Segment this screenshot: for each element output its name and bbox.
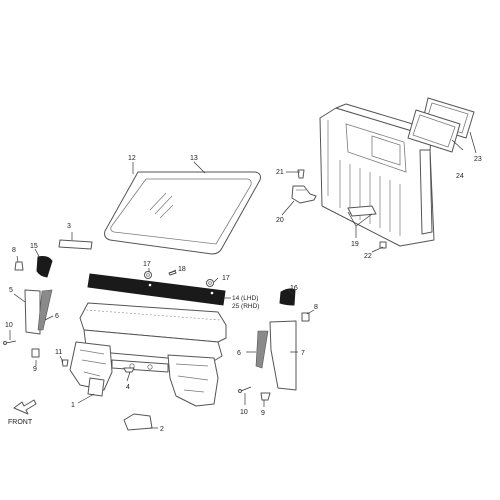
callout-14-lhd: 14 (LHD) xyxy=(232,295,258,302)
callout-9-left: 9 xyxy=(33,366,37,373)
callout-2: 2 xyxy=(160,426,164,433)
callout-24: 24 xyxy=(456,173,464,180)
callout-13: 13 xyxy=(190,155,198,162)
callout-25-rhd: 25 (RHD) xyxy=(232,303,259,310)
callout-18: 18 xyxy=(178,266,186,273)
callout-10-right: 10 xyxy=(240,409,248,416)
side-trim-strip xyxy=(58,239,93,250)
callout-22: 22 xyxy=(364,253,372,260)
callout-5: 5 xyxy=(9,287,13,294)
housing-20 xyxy=(291,185,317,204)
grommet-11 xyxy=(61,359,69,367)
callout-3: 3 xyxy=(67,223,71,230)
clip-9-left xyxy=(31,348,40,358)
front-arrow-icon xyxy=(13,399,37,415)
callout-9-right: 9 xyxy=(261,410,265,417)
callout-16: 16 xyxy=(290,285,298,292)
rear-window-glass xyxy=(104,171,261,255)
callout-17-a: 17 xyxy=(143,261,151,268)
clip-4 xyxy=(123,367,135,373)
callout-23: 23 xyxy=(474,156,482,163)
rear-lower-panel-assembly xyxy=(69,302,227,407)
bolt-10-left xyxy=(3,340,17,345)
callout-4: 4 xyxy=(126,384,130,391)
callout-8-right: 8 xyxy=(314,304,318,311)
callout-11: 11 xyxy=(55,349,62,356)
seal-15 xyxy=(36,256,53,278)
callout-6-right: 6 xyxy=(237,350,241,357)
callout-15: 15 xyxy=(30,243,38,250)
screw-21 xyxy=(297,169,305,179)
callout-10-left: 10 xyxy=(5,322,13,329)
rear-cab-panel xyxy=(319,103,435,247)
callout-19: 19 xyxy=(351,241,359,248)
callout-6-left: 6 xyxy=(55,313,59,320)
front-label: FRONT xyxy=(8,419,33,426)
bracket-2 xyxy=(123,413,153,431)
callout-1: 1 xyxy=(71,402,75,409)
rear-window-black-strip xyxy=(87,273,226,306)
callout-17-b: 17 xyxy=(222,275,230,282)
nut-17-a xyxy=(144,271,152,279)
left-pillar-trim xyxy=(24,289,53,335)
clip-8-left xyxy=(14,261,24,271)
bolt-10-right xyxy=(238,386,252,393)
clip-9-right xyxy=(260,392,271,401)
callout-20: 20 xyxy=(276,217,284,224)
callout-7: 7 xyxy=(301,350,305,357)
callout-21: 21 xyxy=(276,169,284,176)
callout-8-left: 8 xyxy=(12,247,16,254)
rear-window-seal xyxy=(407,109,461,153)
clip-8-right xyxy=(301,312,310,322)
clip-22 xyxy=(379,241,387,249)
leader-lines xyxy=(9,131,477,429)
callout-labels: 1 2 3 4 5 6 6 7 8 8 9 9 10 10 11 12 13 1… xyxy=(5,155,482,433)
nut-17-b xyxy=(206,279,214,287)
right-pillar-trim xyxy=(255,320,297,391)
callout-12: 12 xyxy=(128,155,136,162)
